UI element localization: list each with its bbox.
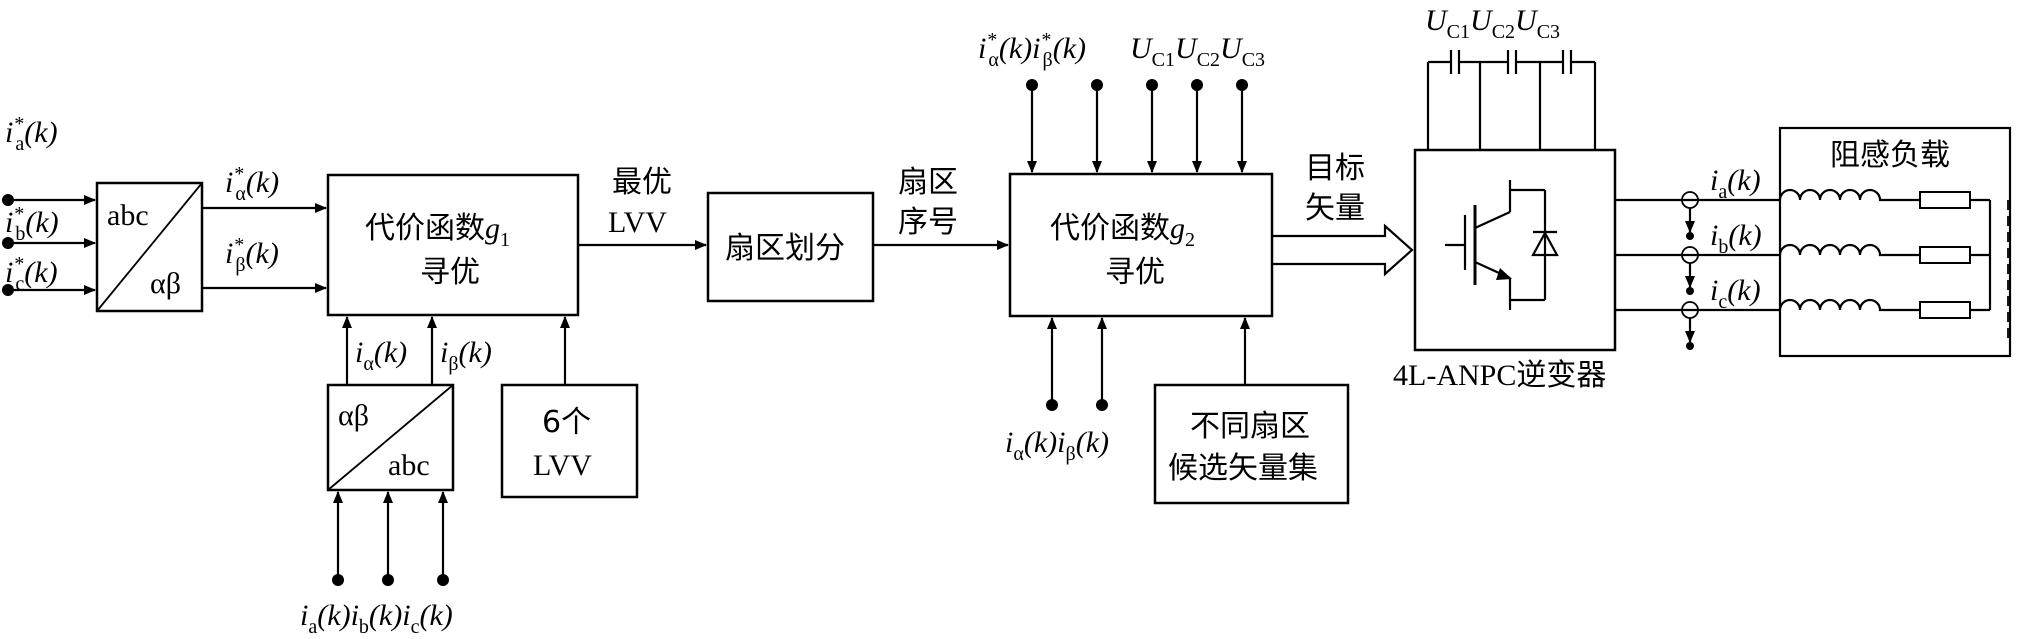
sector-no-line2: 序号 bbox=[898, 205, 958, 240]
alphabeta-ref-outputs: i*α(k) i*β(k) bbox=[202, 163, 327, 293]
candidate-vector-set-block: 不同扇区 候选矢量集 bbox=[1153, 383, 1350, 505]
ab-bottom-label: abc bbox=[388, 449, 430, 482]
g2-uc-label: UC1UC2UC3 bbox=[1130, 32, 1265, 71]
output-ic-label: ic(k) bbox=[1710, 274, 1761, 313]
ref-ic-label: i*c(k) bbox=[5, 253, 58, 295]
candidate-line1: 不同扇区 bbox=[1190, 409, 1310, 444]
candidate-line2: 候选矢量集 bbox=[1168, 451, 1318, 486]
g2-measured-label: iα(k)iβ(k) bbox=[1005, 426, 1109, 465]
ref-current-inputs: i*a(k) i*b(k) i*c(k) bbox=[2, 113, 96, 296]
ref-ia-label: i*a(k) bbox=[5, 113, 58, 155]
cost-function-g2-block: 代价函数g2 寻优 bbox=[1008, 172, 1274, 318]
output-ib-label: ib(k) bbox=[1710, 219, 1762, 258]
alphabeta-label: αβ bbox=[150, 267, 181, 300]
cost-function-g1-block: 代价函数g1 寻优 bbox=[326, 173, 580, 317]
g2-top-inputs: i*α(k)i*β(k) UC1UC2UC3 bbox=[978, 29, 1265, 173]
six-lvv-line1: 6个 bbox=[542, 405, 591, 440]
ref-ialpha-label: i*α(k) bbox=[225, 163, 279, 205]
ref-ia-dot bbox=[2, 194, 14, 206]
edge-optimal-lvv: 最优 LVV bbox=[578, 165, 707, 250]
abc-label: abc bbox=[107, 199, 149, 232]
g2-title: 代价函数g2 bbox=[1050, 211, 1195, 251]
g1-title: 代价函数g1 bbox=[365, 211, 510, 251]
g1-ialpha-label: iα(k) bbox=[355, 336, 407, 375]
ab-top-label: αβ bbox=[338, 399, 369, 432]
g2-ref-label: i*α(k)i*β(k) bbox=[978, 29, 1086, 71]
six-lvv-line2: LVV bbox=[533, 449, 592, 482]
dc-link-capacitors: UC1UC2UC3 bbox=[1425, 4, 1597, 150]
capacitor-labels: UC1UC2UC3 bbox=[1425, 4, 1560, 43]
output-phases: ia(k) ib(k) ic(k) bbox=[1615, 164, 1780, 350]
g2-subtitle: 寻优 bbox=[1105, 255, 1165, 290]
six-lvv-block: 6个 LVV bbox=[500, 383, 639, 499]
sector-no-line1: 扇区 bbox=[898, 165, 958, 200]
alphabeta-to-abc-block: αβ abc bbox=[326, 383, 455, 492]
output-ia-label: ia(k) bbox=[1710, 164, 1761, 203]
g2-bottom-inputs: iα(k)iβ(k) bbox=[1005, 317, 1250, 465]
measured-abc-label: ia(k)ib(k)ic(k) bbox=[300, 599, 453, 638]
load-label: 阻感负载 bbox=[1830, 138, 1950, 173]
ref-ib-label: i*b(k) bbox=[5, 203, 59, 245]
optimal-lvv-line2: LVV bbox=[608, 206, 667, 239]
edge-sector-number: 扇区 序号 bbox=[873, 165, 1009, 250]
sector-label: 扇区划分 bbox=[725, 231, 845, 266]
measured-current-inputs: ia(k)ib(k)ic(k) bbox=[300, 491, 453, 638]
edge-target-vector: 目标 矢量 bbox=[1272, 151, 1414, 277]
rl-load: 阻感负载 bbox=[1778, 126, 2012, 358]
g1-subtitle: 寻优 bbox=[420, 255, 480, 290]
inverter-label: 4L-ANPC逆变器 bbox=[1393, 359, 1606, 392]
ref-ibeta-label: i*β(k) bbox=[225, 234, 279, 276]
abc-to-alphabeta-block: abc αβ bbox=[95, 181, 204, 313]
g1-ibeta-label: iβ(k) bbox=[440, 336, 492, 375]
sector-division-block: 扇区划分 bbox=[706, 191, 875, 303]
target-vec-line2: 矢量 bbox=[1305, 191, 1365, 226]
g1-measured-feedback: iα(k) iβ(k) bbox=[342, 316, 570, 385]
optimal-lvv-line1: 最优 bbox=[612, 165, 672, 200]
inverter-block: 4L-ANPC逆变器 bbox=[1393, 148, 1617, 392]
target-vec-line1: 目标 bbox=[1305, 151, 1365, 186]
